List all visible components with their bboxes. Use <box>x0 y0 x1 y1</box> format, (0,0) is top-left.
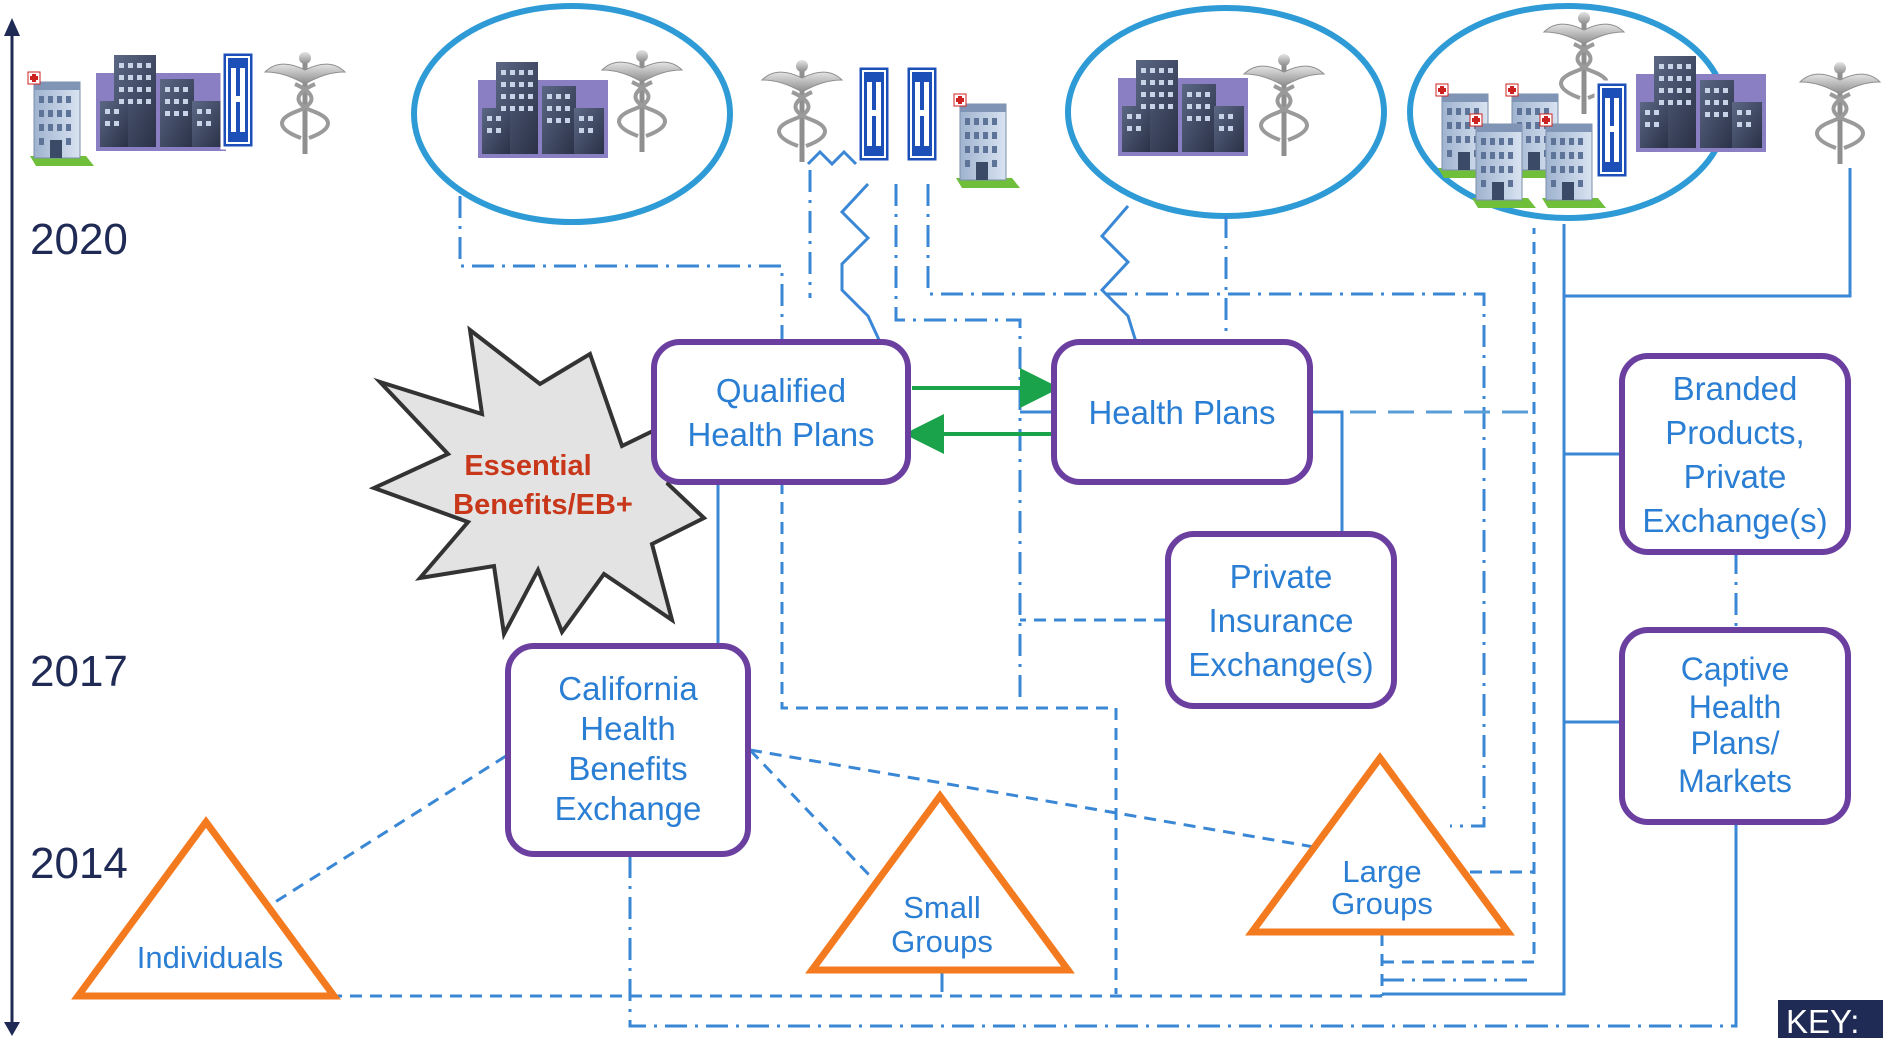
individuals-label: Individuals <box>137 940 283 975</box>
ca-exchange-label-line-4: Exchange <box>555 790 702 827</box>
triangle-shape <box>805 790 1075 974</box>
private-insurance-exchange-box: Private Insurance Exchange(s) <box>1165 531 1397 709</box>
captive-health-plans-box: Captive Health Plans/ Markets <box>1619 627 1851 825</box>
health-plans-box: Health Plans <box>1051 339 1313 485</box>
branded-label-line-1: Branded <box>1673 370 1798 407</box>
connector-line <box>894 184 1022 700</box>
private-insurance-label-line-2: Insurance <box>1209 602 1354 639</box>
provider-icons-group-2 <box>762 60 1021 189</box>
burst-shape <box>368 325 708 641</box>
box-border <box>1051 339 1313 485</box>
ca-exchange-label-line-1: California <box>558 670 698 707</box>
large-groups-triangle: Large Groups <box>1245 752 1515 936</box>
private-insurance-label-line-1: Private <box>1230 558 1333 595</box>
connector-line <box>1312 410 1344 534</box>
large-groups-label-line-1: Large <box>1342 854 1421 889</box>
h-sign-icon <box>904 64 940 164</box>
triangle-shape <box>1245 752 1515 936</box>
caduceus-icon <box>265 52 345 154</box>
box-border <box>1165 531 1397 709</box>
triangle-shape <box>71 816 341 1000</box>
connector-line <box>748 748 874 880</box>
small-groups-label-line-2: Groups <box>891 924 993 959</box>
caduceus-icon <box>762 60 842 162</box>
branded-label-line-2: Products, <box>1665 414 1804 451</box>
burst-label-line-1: Essential <box>464 450 591 482</box>
timeline-arrow-top <box>4 18 20 36</box>
connector-line <box>1564 168 1852 298</box>
ca-exchange-label-line-2: Health <box>580 710 675 747</box>
hospital-icon <box>27 71 95 167</box>
connector-zigzag <box>806 149 858 167</box>
captive-label-line-2: Health <box>1689 689 1782 725</box>
provider-cluster-ellipse-3 <box>1407 3 1766 221</box>
h-sign-icon <box>220 50 256 150</box>
large-groups-label-line-2: Groups <box>1331 886 1433 921</box>
timeline: 2020 2017 2014 <box>4 18 128 1036</box>
branded-label-line-3: Private <box>1684 458 1787 495</box>
qhp-label-line-1: Qualified <box>716 372 846 409</box>
connector-line <box>780 482 1118 994</box>
connector-line <box>458 196 784 342</box>
essential-benefits-burst: Essential Benefits/EB+ <box>368 325 708 641</box>
box-border <box>1619 353 1851 555</box>
timeline-arrow-bottom <box>4 1022 20 1036</box>
box-border <box>1619 627 1851 825</box>
key-label-box: KEY: <box>1778 1000 1883 1038</box>
box-border <box>651 339 911 485</box>
caduceus-icon <box>1800 62 1880 164</box>
h-sign-icon <box>856 64 892 164</box>
year-label-2020: 2020 <box>30 215 128 264</box>
ca-exchange-label-line-3: Benefits <box>568 750 687 787</box>
captive-label-line-3: Plans/ <box>1691 725 1780 761</box>
connector-line <box>926 184 1486 828</box>
small-groups-label-line-1: Small <box>903 890 981 925</box>
branded-label-line-4: Exchange(s) <box>1642 502 1827 539</box>
box-border <box>505 643 751 857</box>
connector-zigzag <box>839 182 882 343</box>
branded-products-box: Branded Products, Private Exchange(s) <box>1619 353 1851 555</box>
california-health-benefits-exchange-box: California Health Benefits Exchange <box>505 643 751 857</box>
connector-lines <box>271 149 1852 1028</box>
connector-line <box>271 754 507 906</box>
captive-label-line-1: Captive <box>1681 651 1790 687</box>
private-insurance-label-line-3: Exchange(s) <box>1188 646 1373 683</box>
key-label: KEY: <box>1786 1003 1859 1038</box>
burst-label-line-2: Benefits/EB+ <box>453 489 633 521</box>
provider-cluster-ellipse-2 <box>1065 5 1387 219</box>
h-sign-icon <box>1594 80 1630 180</box>
year-label-2014: 2014 <box>30 839 128 888</box>
connector-line <box>1382 228 1536 964</box>
connector-line <box>1382 224 1566 996</box>
small-groups-triangle: Small Groups <box>805 790 1075 974</box>
qualified-health-plans-box: Qualified Health Plans <box>651 339 911 485</box>
provider-icons-group-1 <box>27 50 345 167</box>
qhp-label-line-2: Health Plans <box>687 416 874 453</box>
connector-zigzag <box>1099 205 1138 343</box>
health-plans-label: Health Plans <box>1088 394 1275 431</box>
captive-label-line-4: Markets <box>1678 763 1792 799</box>
building-icon <box>96 55 226 151</box>
key-background <box>1778 1000 1883 1038</box>
connector-line <box>749 748 1321 850</box>
hospital-icon <box>953 93 1021 189</box>
individuals-triangle: Individuals <box>71 816 341 1000</box>
year-label-2017: 2017 <box>30 647 128 696</box>
provider-cluster-ellipse-1 <box>411 3 733 225</box>
